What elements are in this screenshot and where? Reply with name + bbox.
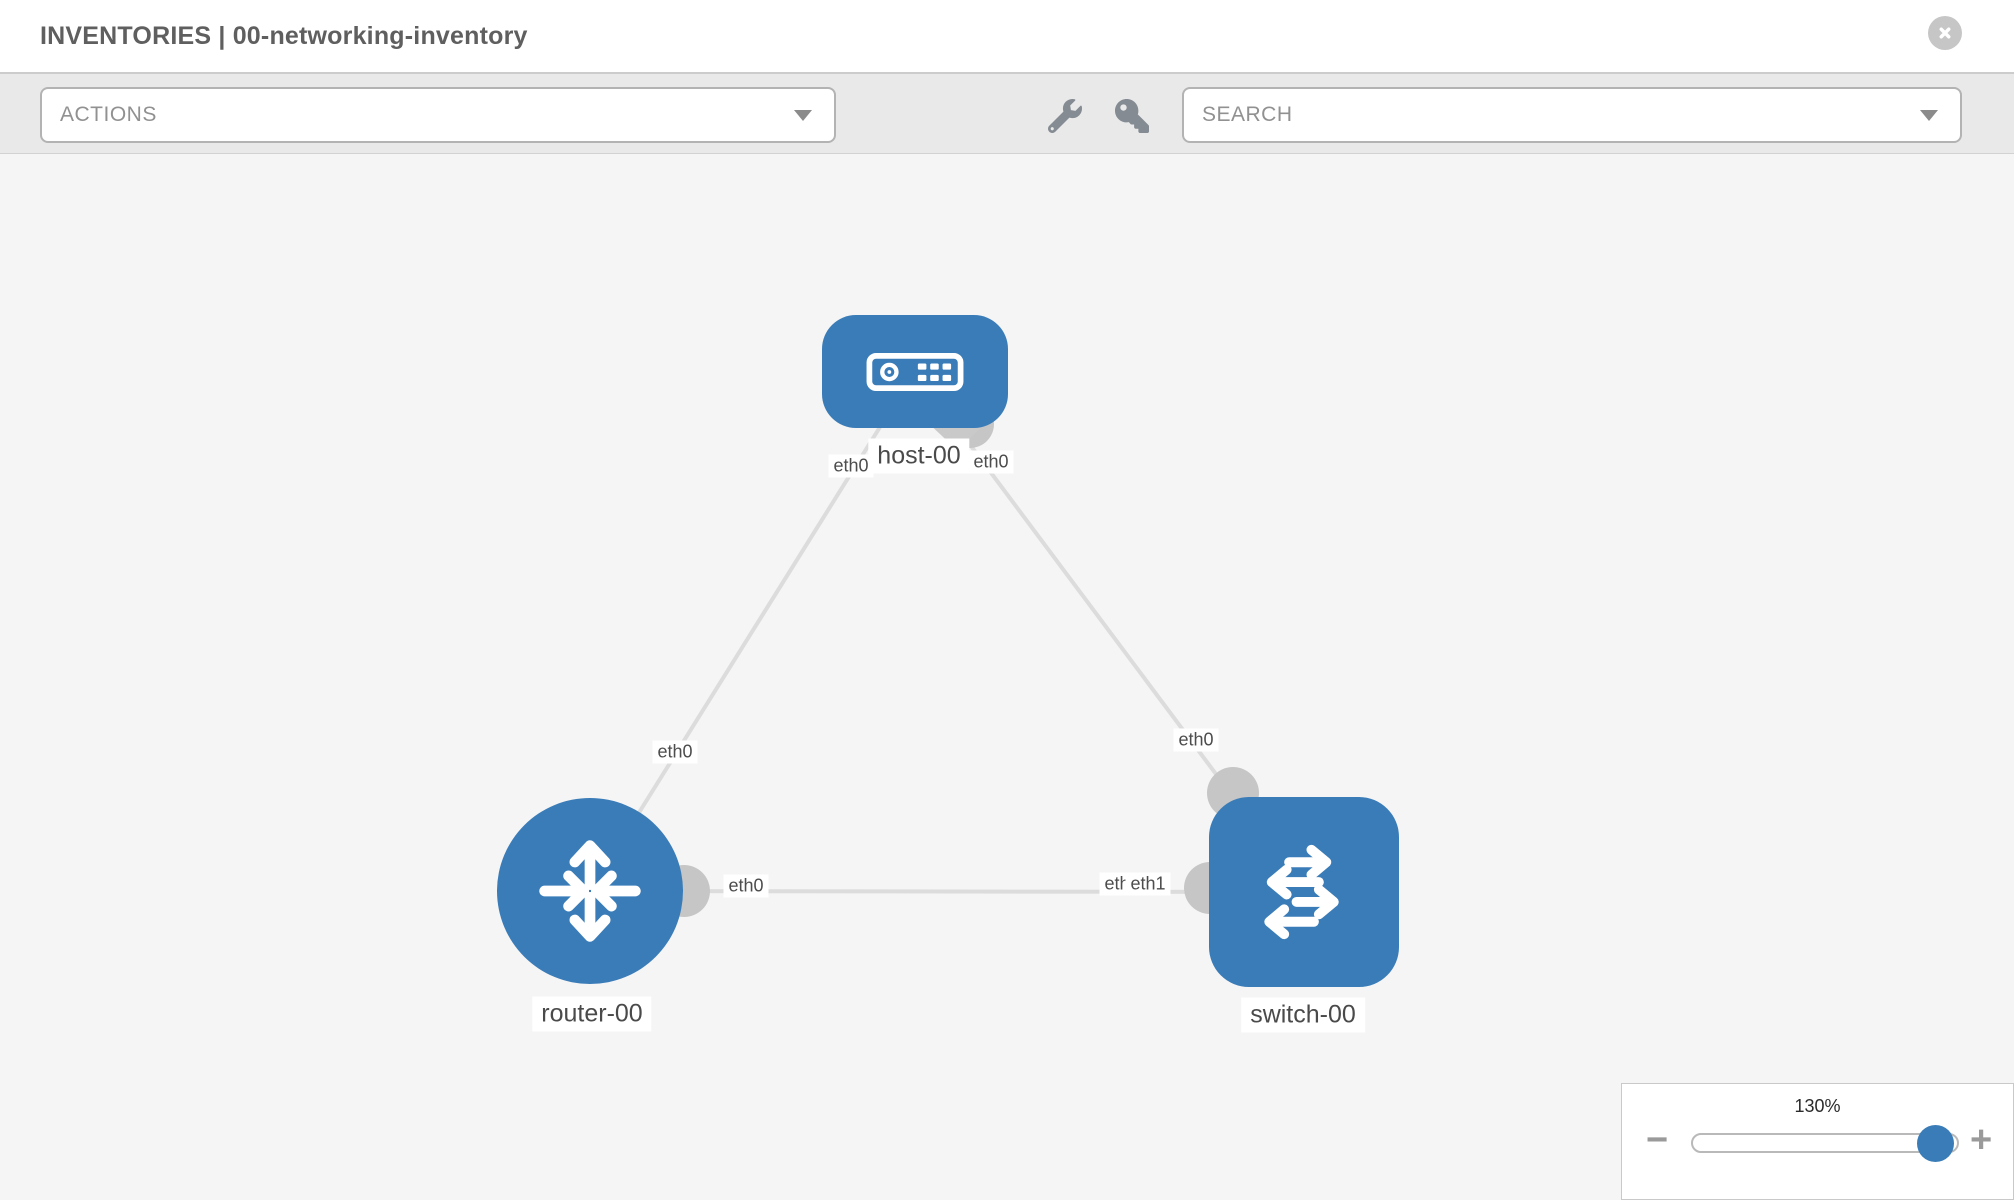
actions-dropdown[interactable]: ACTIONS (40, 87, 836, 143)
node-switch[interactable] (1209, 797, 1399, 987)
toolbar: ACTIONS SEARCH (0, 74, 2014, 154)
key-icon (1115, 99, 1149, 133)
node-router[interactable] (497, 798, 683, 984)
iface-label-router-switch-switch-end: eth1 (1125, 872, 1171, 896)
zoom-slider-track[interactable] (1691, 1125, 1959, 1162)
node-label-router: router-00 (532, 996, 652, 1032)
iface-label-host-router-router-end: eth0 (652, 740, 698, 764)
close-icon (1939, 27, 1951, 39)
header: INVENTORIES | 00-networking-inventory (0, 0, 2014, 74)
zoom-out-button[interactable]: − (1646, 1119, 1669, 1161)
search-dropdown[interactable]: SEARCH (1182, 87, 1962, 143)
host-icon (866, 352, 964, 391)
switch-icon (1264, 844, 1339, 940)
zoom-slider-thumb[interactable] (1917, 1125, 1954, 1162)
page-title: INVENTORIES | 00-networking-inventory (40, 22, 528, 50)
iface-label-host-switch-host-end: eth0 (968, 450, 1014, 474)
search-input[interactable]: SEARCH (1202, 103, 1293, 126)
credentials-button[interactable] (1112, 96, 1152, 136)
zoom-in-button[interactable]: + (1970, 1119, 1993, 1161)
node-label-switch: switch-00 (1241, 997, 1365, 1033)
node-host[interactable] (822, 315, 1008, 428)
node-label-host: host-00 (868, 438, 970, 474)
close-button[interactable] (1928, 16, 1962, 50)
iface-label-router-switch-router-end: eth0 (723, 874, 769, 898)
router-icon (539, 840, 641, 942)
zoom-level-label: 130% (1794, 1096, 1841, 1116)
tools-button[interactable] (1045, 96, 1085, 136)
iface-label-host-switch-switch-end: eth0 (1173, 728, 1219, 752)
zoom-panel: 130% − + (1621, 1083, 2014, 1200)
wrench-icon (1048, 99, 1082, 133)
actions-dropdown-label: ACTIONS (60, 103, 157, 126)
chevron-down-icon (1920, 110, 1938, 121)
iface-label-host-router-host-end: eth0 (828, 454, 874, 478)
chevron-down-icon (794, 110, 812, 121)
